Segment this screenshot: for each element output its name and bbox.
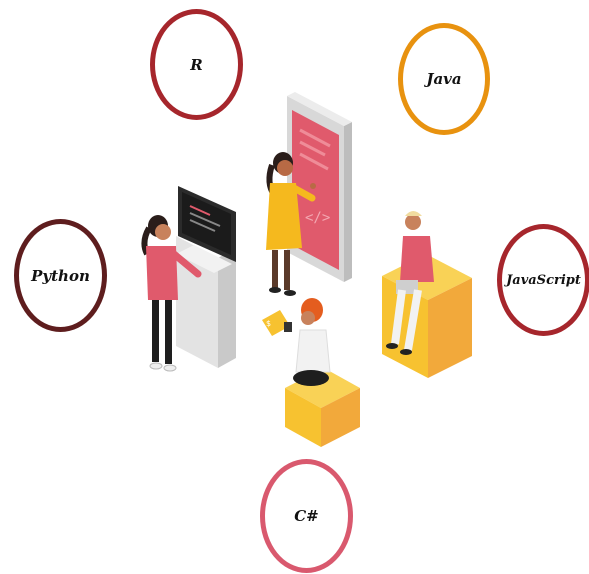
language-node-csharp: C#	[260, 459, 353, 573]
phone-device: </>	[287, 92, 352, 282]
woman-reading: $	[262, 298, 331, 386]
terminal-machine	[176, 186, 236, 368]
language-node-r: R	[150, 9, 243, 120]
language-label-javascript: JavaScript	[506, 272, 581, 288]
svg-text:</>: </>	[305, 210, 330, 226]
woman-at-phone	[266, 152, 316, 296]
language-node-java: Java	[398, 23, 490, 135]
language-node-python: Python	[14, 219, 107, 332]
man-with-laptop	[386, 211, 434, 355]
language-label-r: R	[190, 55, 203, 74]
language-label-csharp: C#	[294, 507, 319, 525]
cube-bottom	[285, 368, 360, 447]
language-label-python: Python	[31, 266, 90, 285]
woman-at-terminal	[141, 215, 202, 372]
svg-text:$: $	[266, 319, 271, 328]
language-node-javascript: JavaScript	[497, 224, 589, 336]
language-label-java: Java	[426, 70, 462, 88]
